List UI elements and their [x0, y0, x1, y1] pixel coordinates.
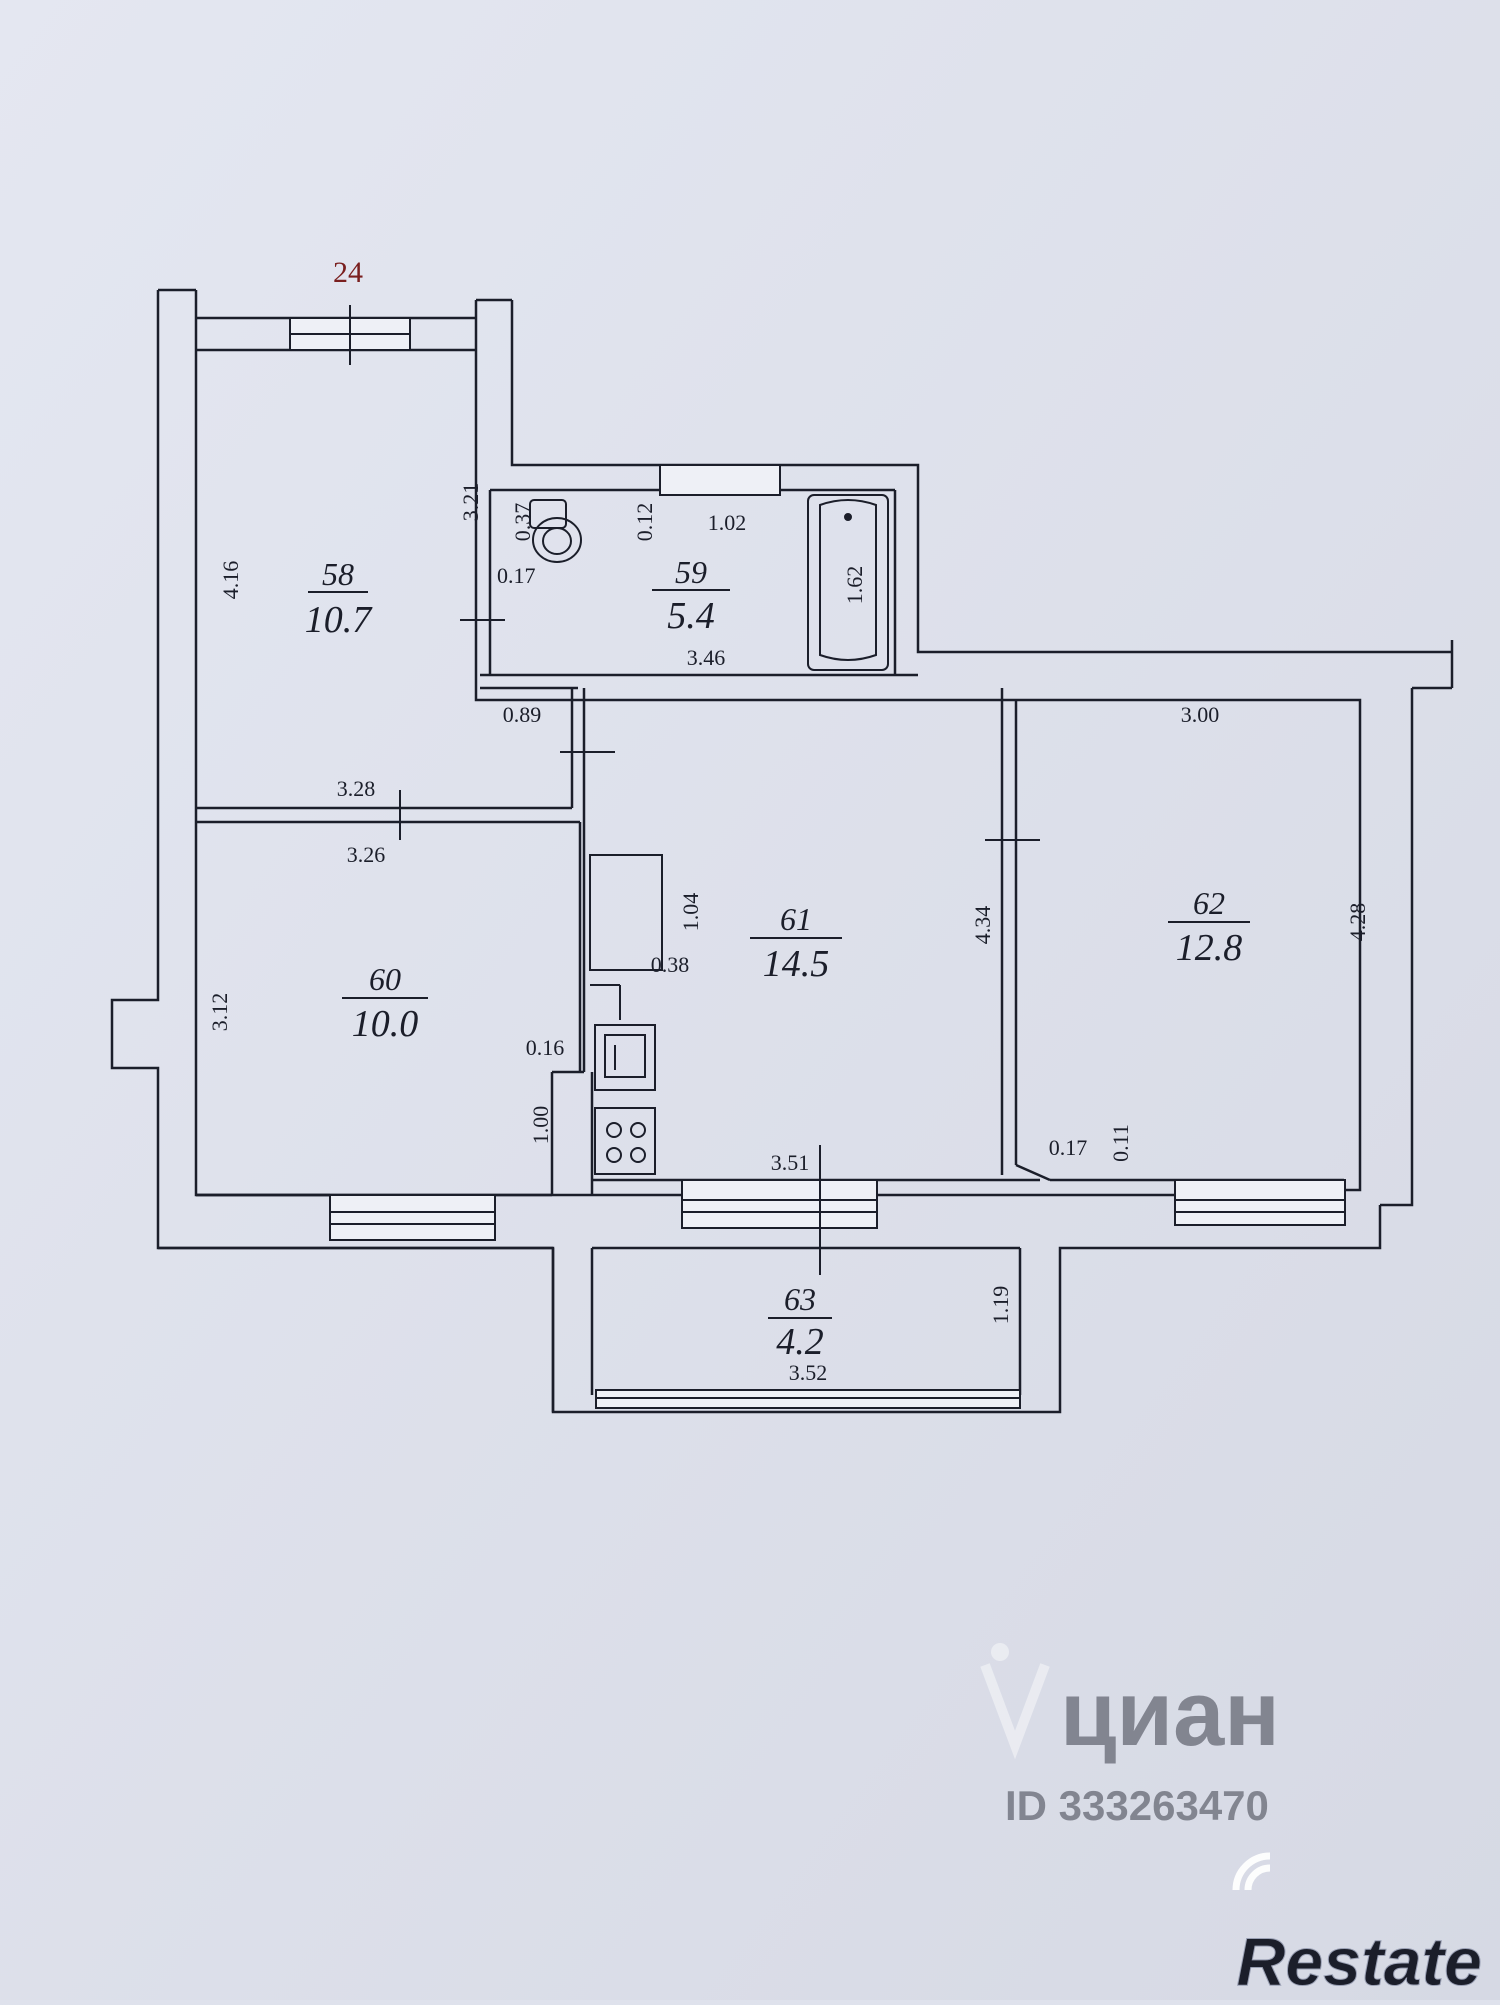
dim-kitchen-unit: 1.04	[678, 893, 703, 932]
dim-sink-gap: 0.16	[526, 1035, 565, 1060]
cian-watermark: циан ID 333263470	[980, 1643, 1280, 1829]
room-63-area: 4.2	[776, 1321, 824, 1363]
room-58-area: 10.7	[305, 599, 374, 641]
cian-logo-icon	[980, 1643, 1050, 1760]
sink-icon	[594, 1024, 656, 1091]
dim-r62-gap-a: 0.17	[1049, 1135, 1088, 1160]
dim-r63-height: 1.19	[988, 1286, 1013, 1325]
room-labels: 58 10.7 59 5.4 60 10.0 61 14.5 62 12.8 6…	[305, 554, 1243, 1363]
dim-r58-width: 3.28	[337, 776, 376, 801]
bathtub	[807, 494, 889, 671]
bathtub-basin	[819, 499, 877, 661]
dim-wc-a: 0.37	[510, 503, 535, 542]
room-59-area: 5.4	[667, 595, 715, 637]
cian-id-text: ID 333263470	[1005, 1782, 1269, 1829]
dim-r62-width: 3.00	[1181, 702, 1220, 727]
cian-brand-text: циан	[1060, 1663, 1280, 1765]
dimension-labels: 4.16 3.21 0.37 0.17 0.12 1.02 1.62 3.46 …	[207, 483, 1370, 1385]
dim-kitchen-gap: 0.38	[651, 952, 690, 977]
fixtures	[529, 494, 889, 1175]
room-60-area: 10.0	[352, 1003, 419, 1045]
restate-logo: Restate	[1232, 1852, 1483, 2001]
room-62-area: 12.8	[1176, 927, 1243, 969]
signal-icon	[1232, 1852, 1271, 1891]
dim-r60-height: 3.12	[207, 993, 232, 1032]
dim-bath-gap: 0.12	[632, 503, 657, 542]
dim-bath-left-height: 3.21	[458, 483, 483, 522]
dim-r63-width: 3.52	[789, 1360, 828, 1385]
room-63-number: 63	[784, 1281, 816, 1317]
dim-r62-height: 4.28	[1345, 903, 1370, 942]
dim-bath-width: 3.46	[687, 645, 726, 670]
axis-label: 24	[333, 256, 363, 289]
room-62-number: 62	[1193, 885, 1225, 921]
room-60-number: 60	[369, 961, 401, 997]
dim-r61-height: 4.34	[970, 906, 995, 945]
dim-r62-gap-b: 0.11	[1108, 1124, 1133, 1162]
dim-bath-width-top: 1.02	[708, 510, 747, 535]
fraction-bars	[308, 589, 1250, 1319]
dim-r58-height: 4.16	[218, 561, 243, 600]
tick-marks	[349, 305, 1040, 1275]
room-59-number: 59	[675, 554, 707, 590]
dim-wc-b: 0.17	[497, 563, 536, 588]
dim-r60-width: 3.26	[347, 842, 386, 867]
toilet-icon	[529, 499, 582, 563]
dim-r61-width: 3.51	[771, 1150, 810, 1175]
room-61-area: 14.5	[763, 943, 830, 985]
stove-icon	[594, 1107, 656, 1175]
dim-tub-length: 1.62	[842, 566, 867, 605]
room-61-number: 61	[780, 901, 812, 937]
dim-stove-width: 1.00	[528, 1106, 553, 1145]
room-58-number: 58	[322, 556, 354, 592]
dim-corridor-gap: 0.89	[503, 702, 542, 727]
kitchen-counter	[589, 854, 663, 971]
restate-logo-text: Restate	[1236, 1924, 1482, 2000]
